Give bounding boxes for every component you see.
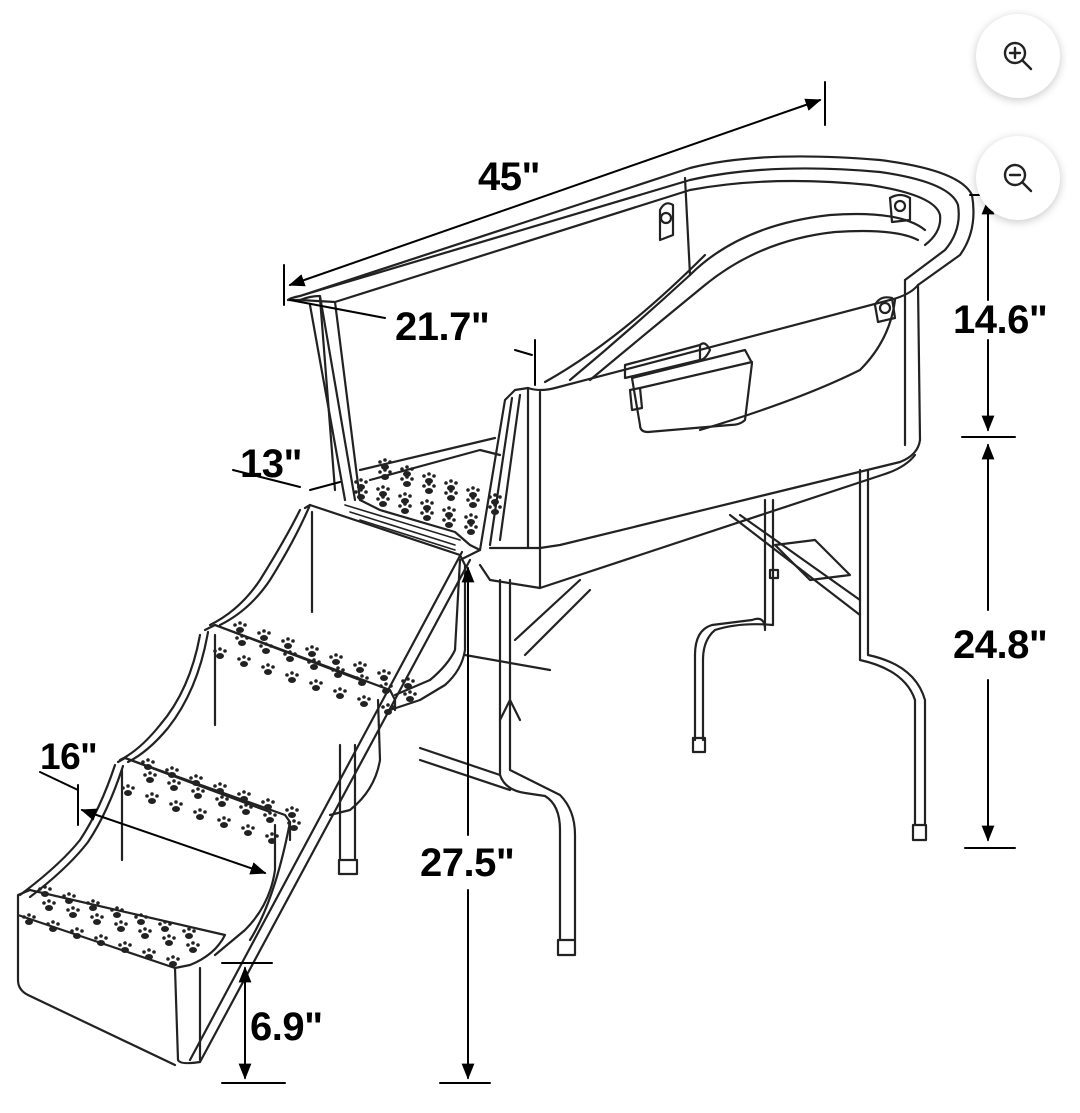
- dimension-step-height-label: 6.9": [250, 1005, 323, 1049]
- zoom-in-icon: [1003, 41, 1033, 71]
- dimension-length-label: 45": [478, 155, 540, 199]
- dimension-step-depth-label: 13": [240, 442, 302, 486]
- tub-body: [286, 155, 975, 590]
- dimension-width-label: 21.7": [395, 305, 490, 349]
- dimension-lines: [39, 81, 1016, 1084]
- dimension-tub-height-label: 14.6": [953, 298, 1048, 342]
- dimension-leg-height-label: 24.8": [953, 623, 1048, 667]
- tub-legs: [337, 468, 928, 957]
- zoom-out-icon: [1003, 163, 1033, 193]
- zoom-in-button[interactable]: [976, 14, 1060, 98]
- zoom-out-button[interactable]: [976, 136, 1060, 220]
- dimension-ramp-height-label: 27.5": [420, 841, 515, 885]
- stairs: [16, 458, 502, 1067]
- dimension-step-width-label: 16": [40, 736, 98, 777]
- caddy-basket: [623, 342, 754, 434]
